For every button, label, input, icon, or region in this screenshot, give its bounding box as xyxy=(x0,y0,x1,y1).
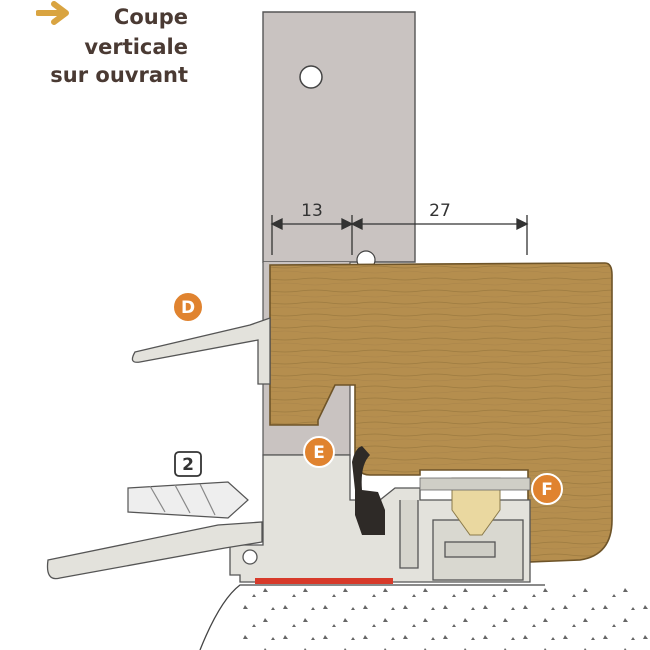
number-box-2-label: 2 xyxy=(182,455,194,475)
title-line-1: Coupe xyxy=(113,5,188,29)
gasket-e xyxy=(352,446,385,535)
title-line-2: verticale xyxy=(84,35,188,59)
title-line-3: sur ouvrant xyxy=(50,63,188,87)
badge-f-label: F xyxy=(541,480,553,500)
screw-hole xyxy=(299,65,323,89)
number-box-2 xyxy=(174,451,202,477)
drill-bit xyxy=(127,481,249,519)
badge-e-label: E xyxy=(313,443,325,463)
dimension-27: 27 xyxy=(429,201,451,221)
seal-f xyxy=(419,477,531,536)
badge-e xyxy=(303,436,335,468)
badge-d-label: D xyxy=(181,298,195,318)
red-seal xyxy=(255,578,393,584)
dimension-13: 13 xyxy=(301,201,323,221)
weather-bar-d xyxy=(131,317,271,385)
arrow-right-icon xyxy=(36,1,69,25)
badge-f xyxy=(531,473,563,505)
floor xyxy=(199,582,650,650)
badge-d xyxy=(172,291,204,323)
dimension-lines xyxy=(270,215,529,255)
title-block: Coupe verticale sur ouvrant xyxy=(0,0,190,95)
